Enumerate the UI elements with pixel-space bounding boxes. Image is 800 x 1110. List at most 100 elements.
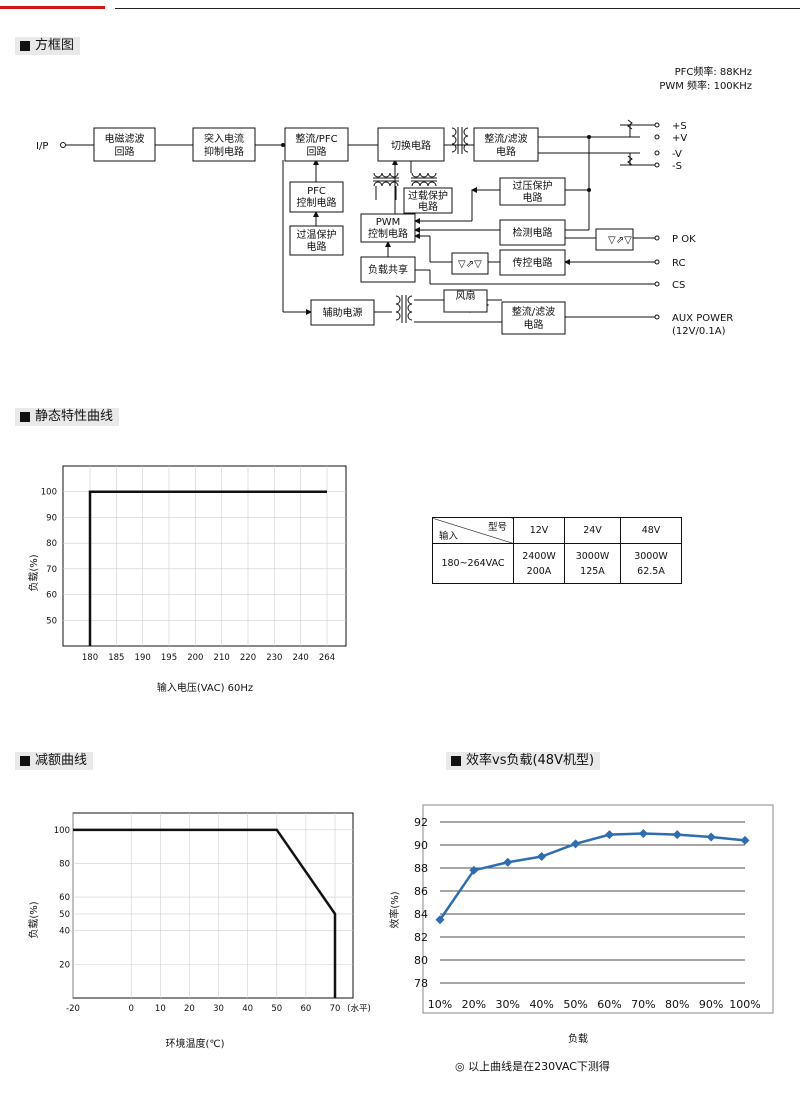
- block-switching: [377, 127, 445, 162]
- efficiency-point: [604, 830, 614, 840]
- io-aux-rating: (12V/0.1A): [672, 326, 726, 337]
- block-pfc-rectifier: [284, 127, 349, 162]
- static-load-line: [88, 490, 327, 646]
- static-ytick: 80: [46, 539, 57, 549]
- efficiency-xtick: 90%: [699, 998, 723, 1011]
- measurement-note: ◎ 以上曲线是在230VAC下测得: [455, 1060, 610, 1073]
- svg-text:检测电路: 检测电路: [513, 226, 553, 239]
- svg-text:控制电路: 控制电路: [297, 196, 337, 209]
- efficiency-point: [537, 852, 547, 861]
- derating-xtick-suffix: (水平): [347, 1003, 371, 1014]
- svg-text:电路: 电路: [418, 200, 438, 213]
- efficiency-xtick: 10%: [428, 998, 452, 1011]
- svg-text:过载保护: 过载保护: [408, 189, 448, 202]
- block-inrush-limiter: [192, 127, 256, 162]
- efficiency-xtick: 100%: [729, 998, 760, 1011]
- derating-xtick: 50: [271, 1004, 282, 1014]
- svg-text:电路: 电路: [307, 240, 327, 253]
- svg-text:风扇: 风扇: [456, 289, 476, 302]
- svg-text:过压保护: 过压保护: [513, 179, 553, 192]
- static-xtick: 180: [82, 653, 98, 663]
- efficiency-point: [469, 865, 479, 875]
- static-ylabel: 负载(%): [27, 554, 40, 591]
- efficiency-xtick: 20%: [462, 998, 486, 1011]
- efficiency-line: [438, 832, 746, 921]
- efficiency-point: [571, 839, 581, 849]
- efficiency-xtick: 30%: [496, 998, 520, 1011]
- derating-line: [73, 828, 337, 998]
- svg-text:过温保护: 过温保护: [297, 228, 337, 241]
- derating-xtick: 30: [213, 1004, 224, 1014]
- efficiency-xtick: 60%: [597, 998, 621, 1011]
- efficiency-ytick: 88: [414, 862, 428, 875]
- block-aux-rectifier: [501, 301, 566, 335]
- derating-ytick: 80: [59, 859, 70, 869]
- derating-xtick: 40: [242, 1004, 253, 1014]
- efficiency-point: [435, 915, 445, 925]
- static-ytick: 70: [46, 565, 57, 575]
- io-rc: RC: [672, 258, 685, 269]
- svg-text:电路: 电路: [496, 145, 516, 158]
- block-pwm-control: [360, 213, 416, 243]
- static-ytick: 100: [41, 488, 57, 498]
- static-xtick: 185: [108, 653, 124, 663]
- svg-text:传控电路: 传控电路: [513, 256, 553, 269]
- static-xtick: 230: [266, 653, 282, 663]
- efficiency-point: [672, 830, 682, 840]
- svg-text:抑制电路: 抑制电路: [204, 145, 244, 158]
- efficiency-ylabel: 效率(%): [388, 891, 401, 928]
- efficiency-point: [638, 829, 648, 838]
- efficiency-point: [706, 832, 716, 842]
- svg-text:切换电路: 切换电路: [391, 139, 431, 152]
- efficiency-ytick: 82: [414, 931, 428, 944]
- efficiency-ytick: 78: [414, 977, 428, 990]
- derating-ytick: 40: [59, 927, 70, 937]
- static-xtick: 195: [161, 653, 177, 663]
- efficiency-ytick: 90: [414, 839, 428, 852]
- derating-xtick: 0: [129, 1004, 134, 1014]
- static-xtick: 220: [240, 653, 256, 663]
- svg-text:回路: 回路: [115, 145, 135, 158]
- block-output-rectifier: [473, 127, 539, 162]
- section-derating-curve: 减额曲线: [15, 752, 94, 770]
- efficiency-xtick: 70%: [631, 998, 655, 1011]
- efficiency-xlabel: 负载: [568, 1032, 588, 1045]
- block-emi-filter: [93, 127, 156, 162]
- block-fan: [443, 289, 488, 313]
- efficiency-xtick: 40%: [529, 998, 553, 1011]
- io-input: I/P: [36, 141, 48, 152]
- efficiency-xtick: 80%: [665, 998, 689, 1011]
- static-xtick: 200: [187, 653, 203, 663]
- efficiency-ytick: 84: [414, 908, 428, 921]
- derating-ytick: 50: [59, 910, 70, 920]
- svg-text:突入电流: 突入电流: [204, 132, 244, 145]
- efficiency-ytick: 92: [414, 816, 428, 829]
- section-block-diagram: 方框图: [15, 37, 81, 55]
- io-pok: P OK: [672, 234, 696, 245]
- static-ytick: 60: [46, 591, 57, 601]
- io-cs: CS: [672, 280, 685, 291]
- pwm-frequency: PWM 频率: 100KHz: [659, 79, 752, 92]
- spec-model-12v: 12V: [513, 517, 565, 544]
- svg-text:整流/PFC: 整流/PFC: [295, 132, 337, 145]
- block-load-share: [360, 256, 416, 283]
- derating-xtick: -20: [66, 1004, 80, 1014]
- spec-model-24v: 24V: [564, 517, 621, 544]
- block-pfc-control: [289, 181, 344, 213]
- block-detect: [499, 219, 566, 246]
- svg-text:电磁滤波: 电磁滤波: [105, 132, 145, 145]
- derating-ytick: 20: [59, 960, 70, 970]
- static-xtick: 240: [293, 653, 309, 663]
- io-s-plus: +S: [672, 121, 687, 132]
- efficiency-ytick: 86: [414, 885, 428, 898]
- io-v-plus: +V: [672, 133, 687, 144]
- svg-text:辅助电源: 辅助电源: [323, 306, 363, 319]
- derating-xtick: 20: [184, 1004, 195, 1014]
- top-rule: [0, 8, 800, 9]
- top-accent: [0, 6, 105, 9]
